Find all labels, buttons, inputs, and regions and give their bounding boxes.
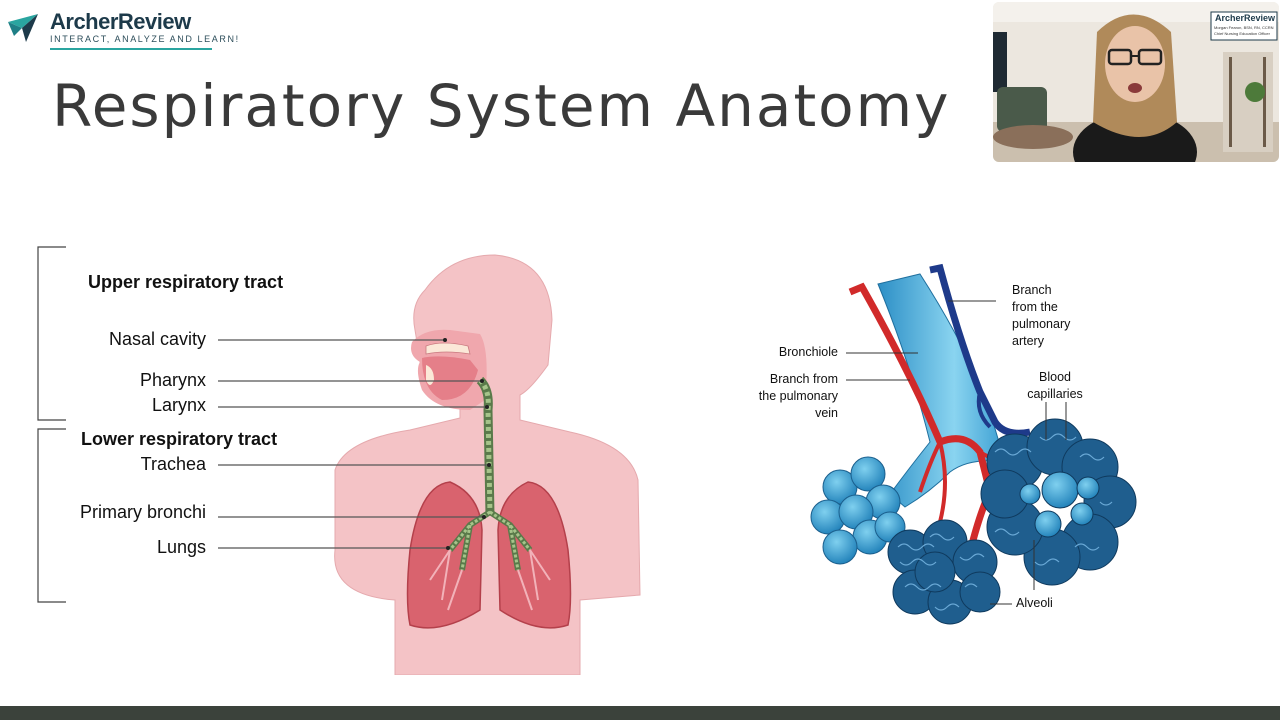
- pharynx-label: Pharynx: [139, 370, 206, 390]
- video-name-line: Morgan Fearon, BSN, RN, CCRN: [1214, 25, 1274, 30]
- archer-review-logo: ArcherReview INTERACT, ANALYZE AND LEARN…: [8, 6, 238, 50]
- lower-tract-header: Lower respiratory tract: [81, 429, 278, 449]
- arrow-logo-icon: [8, 14, 38, 42]
- presenter-video[interactable]: ArcherReview Morgan Fearon, BSN, RN, CCR…: [993, 2, 1279, 162]
- bronchiole-label: Bronchiole: [778, 345, 838, 359]
- video-role-line: Chief Nursing Education Officer: [1214, 31, 1270, 36]
- vein-branch-label: Branch from the pulmonary vein: [758, 372, 838, 420]
- brand-tagline: INTERACT, ANALYZE AND LEARN!: [50, 34, 240, 44]
- alveoli-label: Alveoli: [1016, 596, 1053, 610]
- video-logo-text: ArcherReview: [1215, 13, 1276, 23]
- nasal-cavity-label: Nasal cavity: [108, 329, 206, 349]
- tagline-underline: [50, 48, 212, 50]
- capillaries-label: Blood capillaries: [1027, 370, 1083, 401]
- brand-name: ArcherReview: [50, 9, 191, 34]
- trachea-label: Trachea: [140, 454, 206, 474]
- slide-title: Respiratory System Anatomy: [52, 72, 951, 140]
- upper-tract-bracket: [37, 246, 66, 421]
- lungs-label: Lungs: [156, 537, 206, 557]
- footer-bar: [0, 706, 1280, 720]
- alveoli-illustration: [810, 263, 1137, 625]
- larynx-label: Larynx: [151, 395, 206, 415]
- upper-tract-header: Upper respiratory tract: [88, 272, 284, 292]
- presenter-video-frame: [993, 2, 1279, 162]
- primary-bronchi-label: Primary bronchi: [79, 502, 206, 522]
- artery-branch-label: Branch from the pulmonary artery: [1012, 283, 1071, 348]
- lower-tract-bracket: [37, 428, 66, 603]
